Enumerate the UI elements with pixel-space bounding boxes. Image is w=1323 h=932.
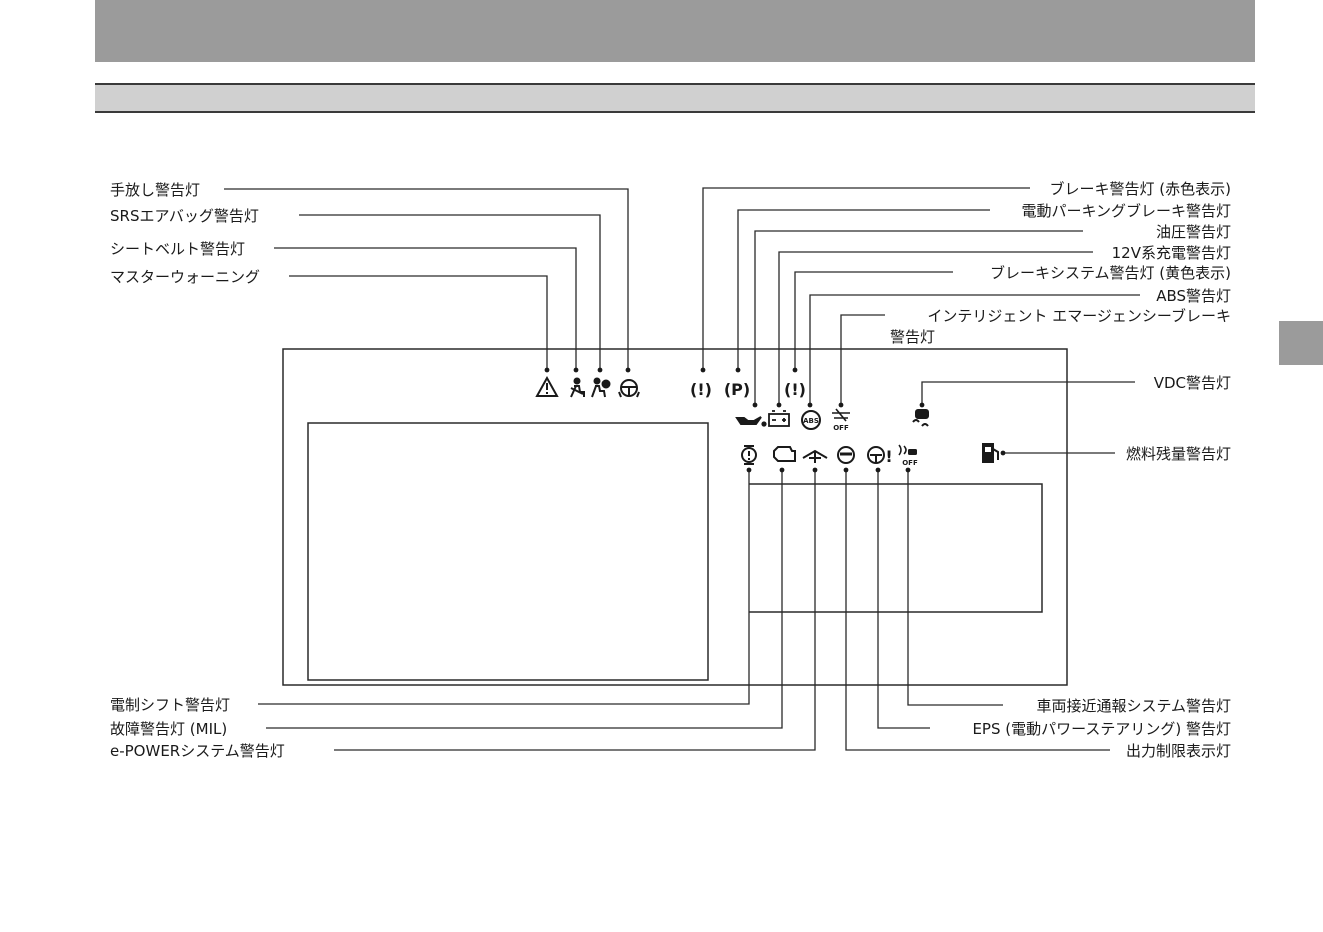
approach-alert-off-icon: OFF — [899, 445, 918, 467]
label-brake-red: ブレーキ警告灯 (赤色表示) — [1050, 180, 1231, 198]
label-epb: 電動パーキングブレーキ警告灯 — [1021, 202, 1231, 220]
brake-system-icon: (!) — [784, 380, 806, 399]
svg-text:(!): (!) — [784, 380, 806, 399]
label-mil: 故障警告灯 (MIL) — [110, 720, 227, 738]
label-ieb-line2: 警告灯 — [890, 328, 935, 346]
oil-pressure-icon — [737, 417, 766, 426]
shift-warning-icon — [742, 446, 756, 464]
svg-text:!: ! — [885, 447, 892, 466]
epower-icon — [803, 451, 827, 463]
labels: 手放し警告灯 SRSエアバッグ警告灯 シートベルト警告灯 マスターウォーニング … — [110, 180, 1231, 760]
label-charge: 12V系充電警告灯 — [1112, 244, 1231, 262]
label-epower: e-POWERシステム警告灯 — [110, 742, 285, 760]
label-brake-system: ブレーキシステム警告灯 (黄色表示) — [990, 264, 1231, 282]
emergency-brake-off-icon: OFF — [832, 409, 850, 432]
label-hands-off: 手放し警告灯 — [110, 181, 200, 199]
svg-text:ABS: ABS — [803, 417, 819, 425]
eps-icon: ! — [868, 447, 893, 466]
label-master-warning: マスターウォーニング — [110, 268, 260, 286]
svg-text:OFF: OFF — [902, 459, 918, 467]
label-shift: 電制シフト警告灯 — [110, 696, 230, 714]
abs-icon: ABS — [802, 411, 820, 429]
label-eps: EPS (電動パワーステアリング) 警告灯 — [972, 720, 1231, 738]
label-oil: 油圧警告灯 — [1156, 223, 1231, 241]
label-approach: 車両接近通報システム警告灯 — [1036, 697, 1231, 715]
output-limit-icon — [838, 447, 854, 463]
engine-icon — [774, 447, 795, 461]
seatbelt-icon — [571, 379, 584, 398]
battery-icon — [769, 411, 789, 426]
brake-red-icon: (!) — [690, 380, 712, 399]
svg-text:(P): (P) — [724, 380, 750, 399]
label-abs: ABS警告灯 — [1156, 287, 1231, 305]
master-warning-icon — [537, 378, 557, 396]
right-display — [749, 484, 1042, 612]
label-output-limit: 出力制限表示灯 — [1126, 742, 1231, 760]
fuel-icon — [983, 444, 998, 462]
airbag-icon — [592, 379, 610, 398]
hands-off-icon — [619, 380, 639, 397]
svg-text:OFF: OFF — [833, 424, 849, 432]
vdc-icon — [913, 410, 928, 426]
label-ieb-line1: インテリジェント エマージェンシーブレーキ — [927, 307, 1231, 325]
parking-brake-icon: (P) — [724, 380, 750, 399]
svg-text:(!): (!) — [690, 380, 712, 399]
label-srs-airbag: SRSエアバッグ警告灯 — [110, 207, 259, 225]
label-seatbelt: シートベルト警告灯 — [110, 240, 245, 258]
left-display — [308, 423, 708, 680]
label-fuel: 燃料残量警告灯 — [1126, 445, 1231, 463]
meter-outline — [283, 349, 1067, 685]
label-vdc: VDC警告灯 — [1154, 374, 1231, 392]
